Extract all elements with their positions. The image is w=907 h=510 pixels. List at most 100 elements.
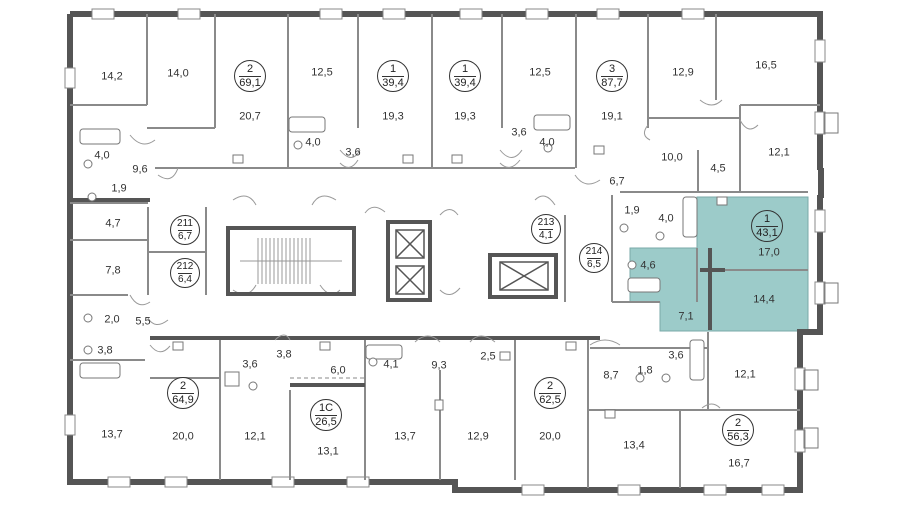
room-area-label: 12,1: [734, 368, 756, 381]
room-area-label: 4,0: [305, 136, 321, 149]
room-area-label: 3,6: [345, 146, 361, 159]
room-area-label: 4,7: [105, 217, 121, 230]
storage-number: 213: [537, 216, 555, 228]
apartment-rooms: 2: [734, 416, 742, 429]
storage-number: 214: [585, 245, 603, 257]
room-area-label: 1,8: [637, 364, 653, 377]
apartment-area: 26,5: [315, 414, 337, 428]
room-area-label: 4,6: [640, 259, 656, 272]
room-area-label: 2,5: [480, 350, 496, 363]
room-area-label: 9,3: [431, 359, 447, 372]
storage-bubble[interactable]: 214 6,5: [579, 243, 609, 273]
apartment-area: 56,3: [727, 429, 749, 443]
room-area-label: 6,0: [330, 364, 346, 377]
room-area-label: 19,1: [601, 110, 623, 123]
room-area-label: 13,1: [317, 445, 339, 458]
storage-area: 6,7: [178, 229, 192, 242]
storage-bubble[interactable]: 212 6,4: [170, 258, 200, 288]
apartment-bubble[interactable]: 2 69,1: [234, 60, 266, 92]
apartment-area: 69,1: [239, 75, 261, 89]
apartment-rooms: 1: [389, 62, 397, 75]
apartment-area: 64,9: [172, 392, 194, 406]
room-area-label: 4,0: [94, 149, 110, 162]
room-area-label: 4,5: [710, 162, 726, 175]
apartment-rooms: 2: [546, 379, 554, 392]
room-area-label: 3,8: [276, 348, 292, 361]
room-area-label: 16,5: [755, 59, 777, 72]
bathtubs: [79, 114, 705, 381]
stair-core: [226, 220, 558, 302]
apartment-rooms: 2: [179, 379, 187, 392]
room-area-label: 1,9: [111, 182, 127, 195]
room-area-label: 14,0: [167, 67, 189, 80]
apartment-rooms: 2: [246, 62, 254, 75]
apartment-area: 43,1: [756, 225, 778, 239]
room-area-label: 7,8: [105, 264, 121, 277]
storage-area: 4,1: [539, 228, 553, 241]
room-area-label: 3,6: [668, 349, 684, 362]
toilets-and-sinks: [83, 140, 728, 419]
apartment-bubble[interactable]: 1 39,4: [449, 60, 481, 92]
room-area-label: 14,2: [101, 70, 123, 83]
wall-column: [818, 168, 824, 198]
room-area-label: 19,3: [454, 110, 476, 123]
room-area-label: 20,7: [239, 110, 261, 123]
room-area-label: 2,0: [104, 313, 120, 326]
room-area-label: 19,3: [382, 110, 404, 123]
apartment-rooms: 1: [763, 212, 771, 225]
room-area-label: 13,7: [101, 428, 123, 441]
room-area-label: 6,7: [609, 175, 625, 188]
room-area-label: 13,4: [623, 439, 645, 452]
room-area-label: 12,5: [529, 66, 551, 79]
room-area-label: 3,6: [511, 126, 527, 139]
room-area-label: 7,1: [678, 310, 694, 323]
room-area-label: 12,9: [672, 66, 694, 79]
storage-bubble[interactable]: 211 6,7: [170, 215, 200, 245]
apartment-bubble[interactable]: 2 56,3: [722, 414, 754, 446]
room-area-label: 14,4: [753, 293, 775, 306]
room-area-label: 13,7: [394, 430, 416, 443]
room-area-label: 8,7: [603, 369, 619, 382]
room-area-label: 9,6: [132, 163, 148, 176]
room-area-label: 4,0: [658, 212, 674, 225]
apartment-bubble[interactable]: 1 39,4: [377, 60, 409, 92]
room-area-label: 4,1: [383, 358, 399, 371]
apartment-rooms: 3: [608, 62, 616, 75]
apartment-area: 39,4: [382, 75, 404, 89]
room-area-label: 10,0: [661, 151, 683, 164]
room-area-label: 1,9: [624, 204, 640, 217]
window-bays: [803, 112, 839, 449]
room-area-label: 16,7: [728, 457, 750, 470]
stair-steps: [240, 238, 342, 284]
apartment-area: 62,5: [539, 392, 561, 406]
room-area-label: 3,6: [242, 358, 258, 371]
room-area-label: 5,5: [135, 315, 151, 328]
room-area-label: 12,1: [768, 146, 790, 159]
storage-number: 212: [176, 260, 194, 272]
apartment-rooms: 1: [461, 62, 469, 75]
room-area-label: 17,0: [758, 246, 780, 259]
apartment-rooms: 1С: [318, 401, 334, 414]
highlighted-apartment: [629, 196, 809, 332]
storage-bubble[interactable]: 213 4,1: [531, 214, 561, 244]
storage-area: 6,5: [587, 257, 601, 270]
storage-number: 211: [177, 217, 193, 229]
apartment-bubble[interactable]: 2 64,9: [167, 377, 199, 409]
apartment-area: 87,7: [601, 75, 623, 89]
apartment-area: 39,4: [454, 75, 476, 89]
room-area-label: 12,5: [311, 66, 333, 79]
apartment-bubble[interactable]: 3 87,7: [596, 60, 628, 92]
apartment-bubble[interactable]: 2 62,5: [534, 377, 566, 409]
room-area-label: 20,0: [539, 430, 561, 443]
apartment-bubble-highlighted[interactable]: 1 43,1: [751, 210, 783, 242]
apartment-bubble[interactable]: 1С 26,5: [310, 399, 342, 431]
dark-wall-fragments: [70, 198, 725, 387]
room-area-label: 3,8: [97, 344, 113, 357]
door-arcs: [129, 99, 759, 409]
room-area-label: 12,1: [244, 430, 266, 443]
room-area-label: 4,0: [539, 136, 555, 149]
room-area-label: 12,9: [467, 430, 489, 443]
storage-area: 6,4: [178, 272, 192, 285]
windows: [64, 8, 826, 496]
